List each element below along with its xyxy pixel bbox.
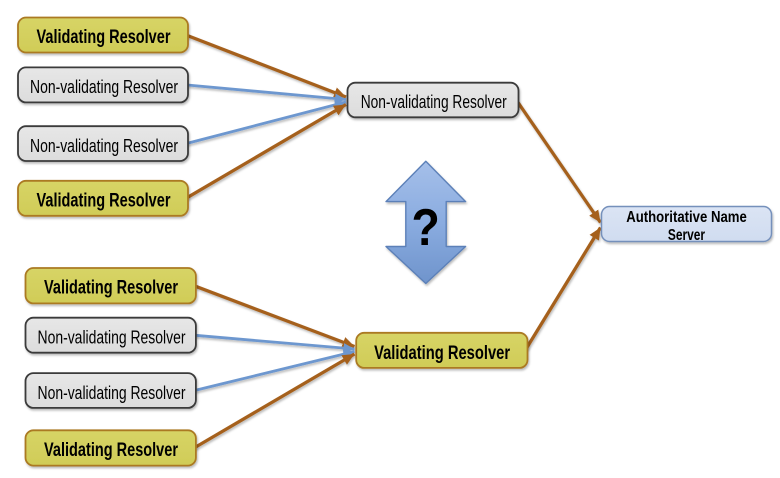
svg-text:Non-validating Resolver: Non-validating Resolver [361, 92, 507, 112]
svg-text:Validating Resolver: Validating Resolver [37, 190, 171, 212]
svg-text:Validating Resolver: Validating Resolver [374, 342, 510, 364]
svg-text:Non-validating Resolver: Non-validating Resolver [38, 328, 186, 348]
svg-text:?: ? [412, 199, 440, 257]
svg-text:Validating Resolver: Validating Resolver [37, 26, 171, 48]
svg-text:Non-validating Resolver: Non-validating Resolver [30, 77, 178, 97]
svg-text:Server: Server [668, 227, 705, 244]
svg-text:Authoritative Name: Authoritative Name [626, 209, 747, 226]
svg-text:Non-validating Resolver: Non-validating Resolver [38, 383, 186, 403]
svg-text:Validating Resolver: Validating Resolver [44, 277, 178, 299]
svg-text:Validating Resolver: Validating Resolver [44, 439, 178, 461]
svg-text:Non-validating Resolver: Non-validating Resolver [30, 136, 178, 156]
